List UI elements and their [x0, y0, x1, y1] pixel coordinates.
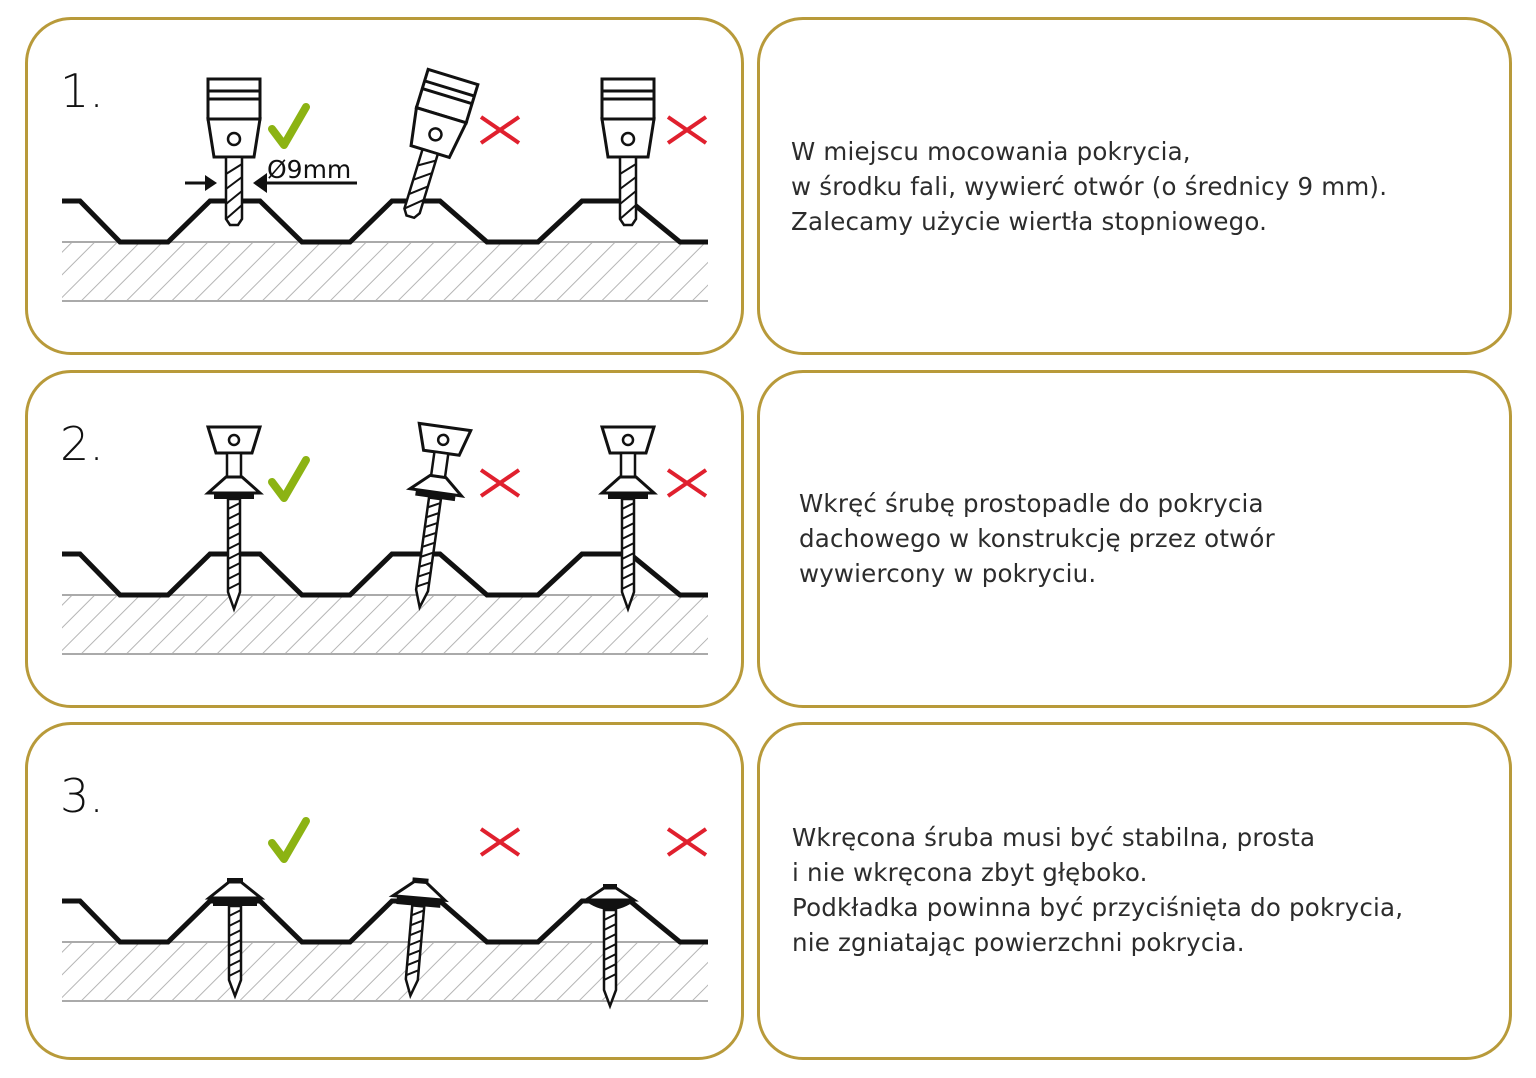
- step-1-diagram: Ø9mm: [25, 67, 744, 302]
- instruction-line: w środku fali, wywierć otwór (o średnicy…: [791, 172, 1388, 201]
- check-icon: [272, 107, 306, 145]
- screw-too-deep: [581, 884, 639, 1010]
- instruction-line: dachowego w konstrukcję przez otwór: [799, 524, 1275, 553]
- instruction-line: i nie wkręcona zbyt głęboko.: [792, 858, 1148, 887]
- cross-icon: [479, 468, 521, 498]
- cross-icon: [479, 115, 521, 145]
- cross-icon: [479, 827, 521, 857]
- instruction-line: Wkręcona śruba musi być stabilna, prosta: [792, 823, 1316, 852]
- screw-perpendicular: [206, 425, 262, 611]
- step-3-illustration-panel: 3.: [25, 722, 744, 1060]
- instruction-line: Zalecamy użycie wiertła stopniowego.: [791, 207, 1268, 236]
- step-2-illustration-panel: 2.: [25, 370, 744, 708]
- step-number: 1.: [60, 64, 104, 118]
- instruction-line: Wkręć śrubę prostopadle do pokrycia: [799, 489, 1264, 518]
- step-3-instructions: Wkręcona śruba musi być stabilna, prosta…: [792, 820, 1403, 960]
- substrate-hatch: [61, 594, 709, 655]
- step-2-instructions: Wkręć śrubę prostopadle do pokrycia dach…: [799, 486, 1275, 591]
- step-1-instructions: W miejscu mocowania pokrycia, w środku f…: [791, 134, 1387, 239]
- instruction-line: wywiercony w pokryciu.: [799, 559, 1097, 588]
- diameter-arrows-icon: [185, 173, 357, 193]
- step-3-diagram: [25, 722, 744, 1010]
- step-number: 2.: [60, 417, 104, 471]
- screw-tilted: [392, 421, 473, 613]
- diameter-label: Ø9mm: [267, 155, 351, 184]
- roof-sheet-profile: [62, 201, 708, 242]
- cross-icon: [666, 468, 708, 498]
- substrate-hatch: [61, 241, 709, 302]
- step-3-text-panel: Wkręcona śruba musi być stabilna, prosta…: [757, 722, 1512, 1060]
- check-icon: [272, 821, 306, 859]
- step-1-text-panel: W miejscu mocowania pokrycia, w środku f…: [757, 17, 1512, 355]
- instruction-line: Podkładka powinna być przyciśnięta do po…: [792, 893, 1404, 922]
- cross-icon: [666, 115, 708, 145]
- step-number: 3.: [60, 769, 104, 823]
- instruction-line: nie zgniatając powierzchni pokrycia.: [792, 928, 1245, 957]
- roof-sheet-profile: [62, 554, 708, 595]
- cross-icon: [666, 827, 708, 857]
- step-2-text-panel: Wkręć śrubę prostopadle do pokrycia dach…: [757, 370, 1512, 708]
- step-2-diagram: [25, 421, 744, 655]
- screw-off-center: [600, 425, 656, 611]
- step-1-illustration-panel: Ø9mm 1.: [25, 17, 744, 355]
- instruction-line: W miejscu mocowania pokrycia,: [791, 137, 1191, 166]
- check-icon: [272, 460, 306, 498]
